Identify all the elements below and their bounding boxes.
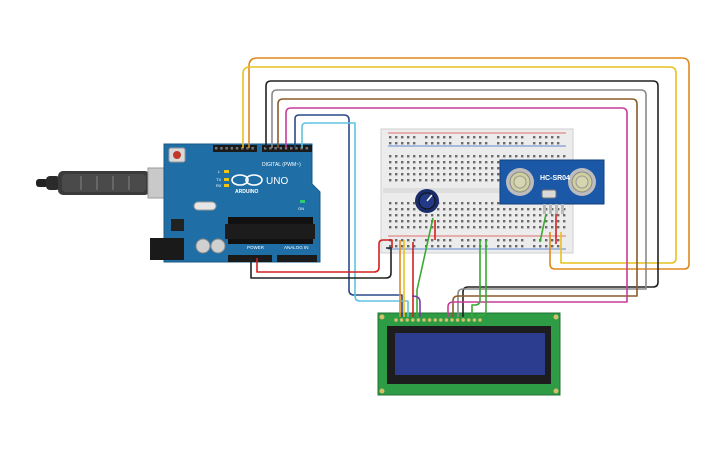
wire-red-power[interactable] — [256, 239, 393, 273]
power-label: POWER — [247, 245, 265, 250]
wire-orange[interactable] — [248, 57, 690, 270]
analog-label: ANALOG IN — [284, 245, 309, 250]
sensor-name: HC-SR04 — [540, 175, 570, 182]
wire-dark-blue[interactable] — [294, 114, 403, 317]
wire-brown[interactable] — [277, 98, 638, 317]
status-leds: L TX RX ON — [216, 169, 305, 211]
crystal — [193, 201, 217, 211]
wire-green-lcd-a[interactable] — [477, 240, 487, 317]
breadboard-holes — [389, 136, 566, 248]
wire-black-ground[interactable] — [250, 247, 392, 279]
svg-text:L: L — [218, 169, 221, 174]
hc-sr04-sensor[interactable]: HC-SR04 — [499, 159, 605, 214]
arduino-uno-board[interactable]: DIGITAL (PWM~) ARDUINO UNO L TX RX ON — [150, 143, 321, 263]
wire-yellow[interactable] — [242, 66, 677, 264]
svg-text:TX: TX — [216, 177, 221, 182]
svg-text:ON: ON — [298, 206, 304, 211]
potentiometer[interactable] — [415, 189, 439, 213]
lcd-screen — [395, 333, 545, 375]
ultrasonic-transducer-right — [568, 168, 596, 196]
svg-text:RX: RX — [216, 183, 222, 188]
wire-purple[interactable] — [411, 295, 421, 317]
arduino-logo: ARDUINO — [231, 174, 263, 195]
power-jack — [150, 238, 184, 260]
atmega-chip — [225, 217, 315, 244]
wire-pink[interactable] — [285, 107, 628, 317]
sensor-pins — [543, 204, 564, 214]
digital-header — [213, 145, 312, 152]
digital-label: DIGITAL (PWM~) — [262, 162, 301, 168]
wire-green-sensor[interactable] — [539, 213, 547, 243]
lcd-16x2[interactable] — [377, 312, 561, 396]
wire-black[interactable] — [265, 80, 659, 317]
lcd-pin-header — [394, 318, 482, 322]
wires — [242, 57, 690, 317]
power-header — [228, 255, 317, 262]
wire-cyan[interactable] — [301, 122, 409, 317]
ultrasonic-transducer-left — [506, 168, 534, 196]
wire-green-lcd-b[interactable] — [471, 240, 481, 317]
uno-label: UNO — [266, 176, 288, 187]
wire-green-pot[interactable] — [416, 217, 434, 317]
wire-gray[interactable] — [271, 89, 647, 317]
svg-text:ARDUINO: ARDUINO — [235, 189, 258, 195]
